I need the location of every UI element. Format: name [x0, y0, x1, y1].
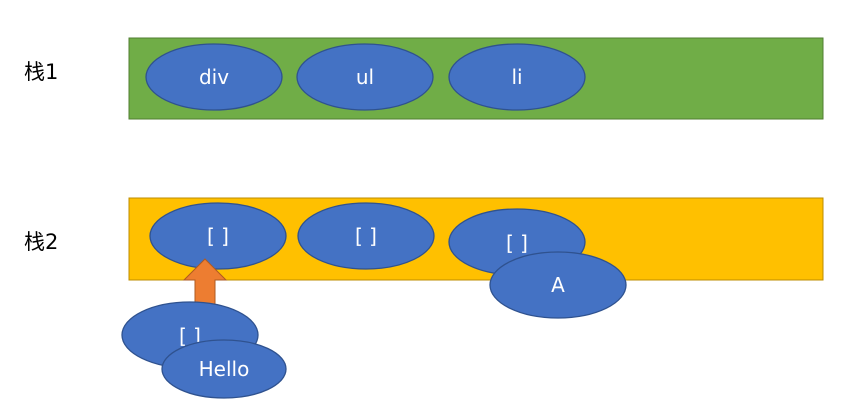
stack1-node-div-shape — [145, 43, 283, 111]
stack2-node-2: [ ] — [297, 202, 435, 270]
pushed-attached-node-hello-label: Hello — [199, 357, 250, 381]
pushed-node-label: [ ] — [179, 324, 201, 348]
pushed-attached-node-hello-shape — [161, 339, 287, 399]
pushed-attached-node-hello: Hello — [161, 339, 287, 399]
stack1-node-li-shape — [448, 43, 586, 111]
stack2-attached-node-a: A — [489, 251, 627, 319]
stack2-label: 栈2 — [24, 230, 58, 254]
stack2-node-1-shape — [149, 202, 287, 270]
stack1-node-div: div — [145, 43, 283, 111]
stack1-node-div-label: div — [199, 65, 229, 89]
stack2-node-2-shape — [297, 202, 435, 270]
stack1-node-ul-label: ul — [356, 65, 374, 89]
stack2-node-1: [ ] — [149, 202, 287, 270]
stack2-node-3-label: [ ] — [506, 231, 528, 255]
stack2-node-2-label: [ ] — [355, 224, 377, 248]
stack2-node-1-label: [ ] — [207, 224, 229, 248]
stack1-node-li: li — [448, 43, 586, 111]
stack1-node-li-label: li — [511, 65, 522, 89]
stack1-node-ul: ul — [296, 43, 434, 111]
stack2-attached-node-a-shape — [489, 251, 627, 319]
stack1-node-ul-shape — [296, 43, 434, 111]
stack2-attached-node-a-label: A — [551, 273, 565, 297]
stack1-label: 栈1 — [24, 60, 58, 84]
